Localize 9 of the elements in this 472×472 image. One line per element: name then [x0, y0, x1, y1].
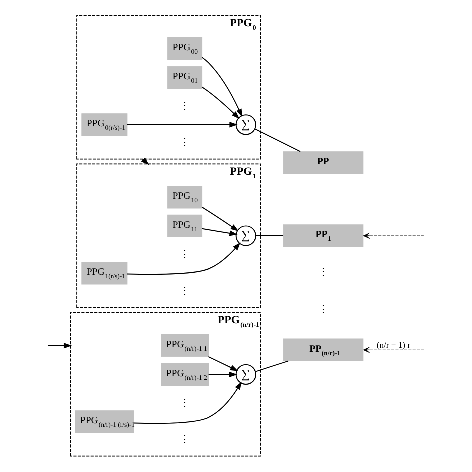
label: ⋮ — [180, 286, 190, 298]
edge-label: (n/r − 1) r — [376, 340, 411, 350]
label: ⋮ — [318, 267, 328, 278]
label: ⋮ — [180, 434, 190, 446]
label: ⋮ — [180, 249, 190, 260]
label: ⋮ — [180, 138, 190, 149]
label: ⋮ — [180, 398, 190, 409]
label: ⋮ — [318, 304, 328, 316]
label: ⋮ — [180, 100, 190, 112]
